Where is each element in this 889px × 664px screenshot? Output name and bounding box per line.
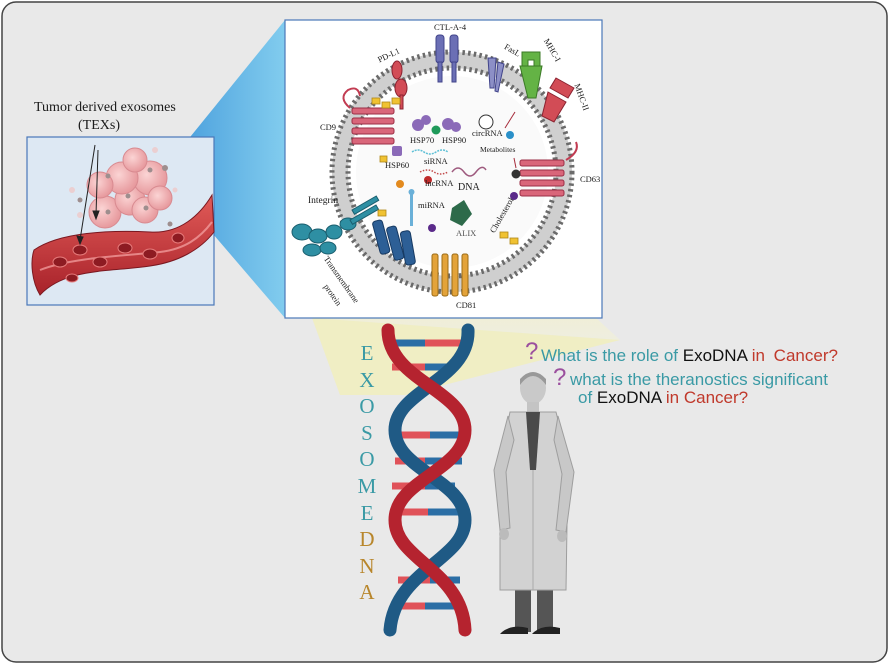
letter: S (361, 420, 373, 445)
q1-in: in (746, 346, 770, 365)
label-hsp60: HSP60 (385, 160, 410, 170)
integrin-protein (291, 195, 380, 257)
q1-cancer: Cancer? (773, 346, 838, 365)
letter: N (359, 553, 375, 578)
letter: E (360, 500, 374, 525)
letter: O (359, 447, 375, 472)
dna-double-helix (381, 323, 475, 637)
q2-in-cancer: in Cancer? (661, 388, 749, 407)
hsp90-protein (442, 118, 461, 132)
cd63-protein (519, 141, 578, 197)
alix-protein (450, 200, 472, 226)
label-lncrna: lncRNA (425, 178, 454, 188)
metabolite-dark (511, 169, 521, 179)
label-cd81: CD81 (456, 300, 477, 310)
label-metabolites: Metabolites (480, 145, 516, 154)
sirna (411, 149, 449, 155)
green-cargo (431, 125, 441, 135)
label-mirna: miRNA (418, 200, 445, 210)
scientist-figure (493, 372, 575, 634)
tex-title-line1: Tumor derived exosomes (34, 100, 176, 115)
hsp60-protein (392, 146, 402, 156)
ctla4-receptor (435, 34, 459, 83)
mhc2-receptor (541, 77, 575, 123)
letter: O (359, 394, 375, 419)
mhc1-receptor (519, 51, 543, 99)
label-dna: DNA (458, 182, 480, 193)
dna-cargo (451, 166, 487, 177)
label-hsp70: HSP70 (410, 135, 435, 145)
question-mark-2: ? (553, 364, 567, 391)
cd81-protein (431, 253, 469, 297)
question-2-line2: of ExoDNA in Cancer? (578, 388, 748, 408)
vertical-word-dna: D N A (352, 526, 382, 606)
label-ctla4: CTL-A-4 (434, 22, 467, 32)
cd9-protein (342, 87, 395, 145)
q1-text: What is the role of (541, 346, 683, 365)
tex-title-line2: (TEXs) (78, 118, 120, 133)
hsp70-protein (412, 115, 431, 131)
mirna (408, 189, 415, 226)
letter: A (359, 580, 375, 605)
question-mark-1: ? (525, 338, 539, 365)
letter: M (357, 473, 377, 498)
transmembrane-protein (372, 219, 416, 266)
label-integrin: Integrin (308, 196, 339, 206)
circrna (478, 114, 494, 130)
q2-exodna: ExoDNA (596, 388, 662, 407)
label-circrna: circRNA (472, 128, 503, 138)
question-2-line1: what is the theranostics significant (570, 370, 828, 389)
label-cd63: CD63 (580, 174, 601, 184)
question-1: What is the role of ExoDNA in Cancer? (541, 346, 838, 366)
fasl-receptor (487, 57, 505, 93)
q2-of: of (578, 388, 597, 407)
letter: D (359, 527, 375, 551)
letter: E (360, 341, 374, 365)
metabolite-blue (506, 131, 514, 139)
label-cd9: CD9 (320, 122, 337, 132)
letter: X (359, 367, 375, 392)
label-sirna: siRNA (424, 156, 448, 166)
label-alix: ALIX (456, 228, 477, 238)
vertical-word-exosome: E X O S O M E (352, 340, 382, 526)
lncrna (419, 169, 449, 175)
label-hsp90: HSP90 (442, 135, 467, 145)
zoom-beam-blue (165, 20, 285, 318)
q1-exodna: ExoDNA (682, 346, 747, 365)
